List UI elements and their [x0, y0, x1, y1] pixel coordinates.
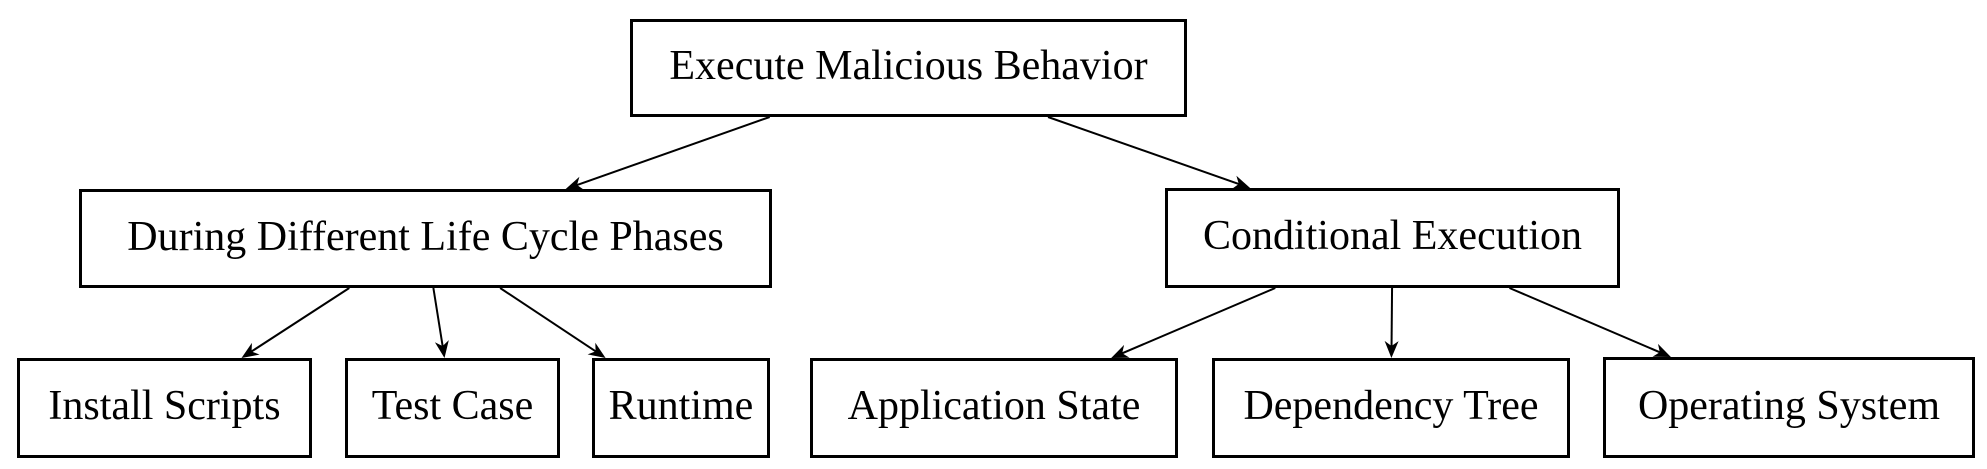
- edge-arrowhead: [565, 176, 585, 190]
- edge-arrowhead: [1652, 343, 1671, 357]
- node-label: Conditional Execution: [1202, 213, 1583, 259]
- edge-line: [574, 116, 771, 187]
- node-label: Operating System: [1637, 382, 1941, 429]
- edge-arrowhead: [241, 342, 260, 358]
- edge-line: [432, 287, 444, 349]
- node-runtime: Runtime: [592, 358, 770, 458]
- edge-line: [1509, 287, 1663, 354]
- node-label: Execute Malicious Behavior: [669, 43, 1148, 89]
- edge-arrowhead: [1384, 340, 1399, 358]
- edge-line: [1120, 287, 1276, 355]
- edge-line: [499, 287, 598, 354]
- node-dependency-tree: Dependency Tree: [1212, 358, 1570, 458]
- node-during-different-life-cycle-phases: During Different Life Cycle Phases: [79, 189, 772, 288]
- edge-arrowhead: [587, 342, 606, 358]
- node-application-state: Application State: [810, 358, 1178, 458]
- node-label: Dependency Tree: [1243, 383, 1539, 429]
- node-label: During Different Life Cycle Phases: [127, 213, 724, 260]
- node-label: Application State: [847, 383, 1141, 429]
- node-execute-malicious-behavior: Execute Malicious Behavior: [630, 19, 1187, 117]
- node-label: Install Scripts: [48, 383, 281, 429]
- node-install-scripts: Install Scripts: [17, 358, 312, 458]
- edge-line: [1390, 287, 1394, 349]
- node-conditional-execution: Conditional Execution: [1165, 188, 1620, 288]
- edge-line: [249, 287, 350, 354]
- node-operating-system: Operating System: [1603, 357, 1975, 458]
- node-label: Test Case: [371, 383, 534, 429]
- node-label: Runtime: [608, 383, 754, 429]
- edge-arrowhead: [434, 340, 449, 358]
- node-test-case: Test Case: [345, 358, 560, 458]
- edge-arrowhead: [1111, 344, 1130, 358]
- edge-line: [1047, 116, 1242, 186]
